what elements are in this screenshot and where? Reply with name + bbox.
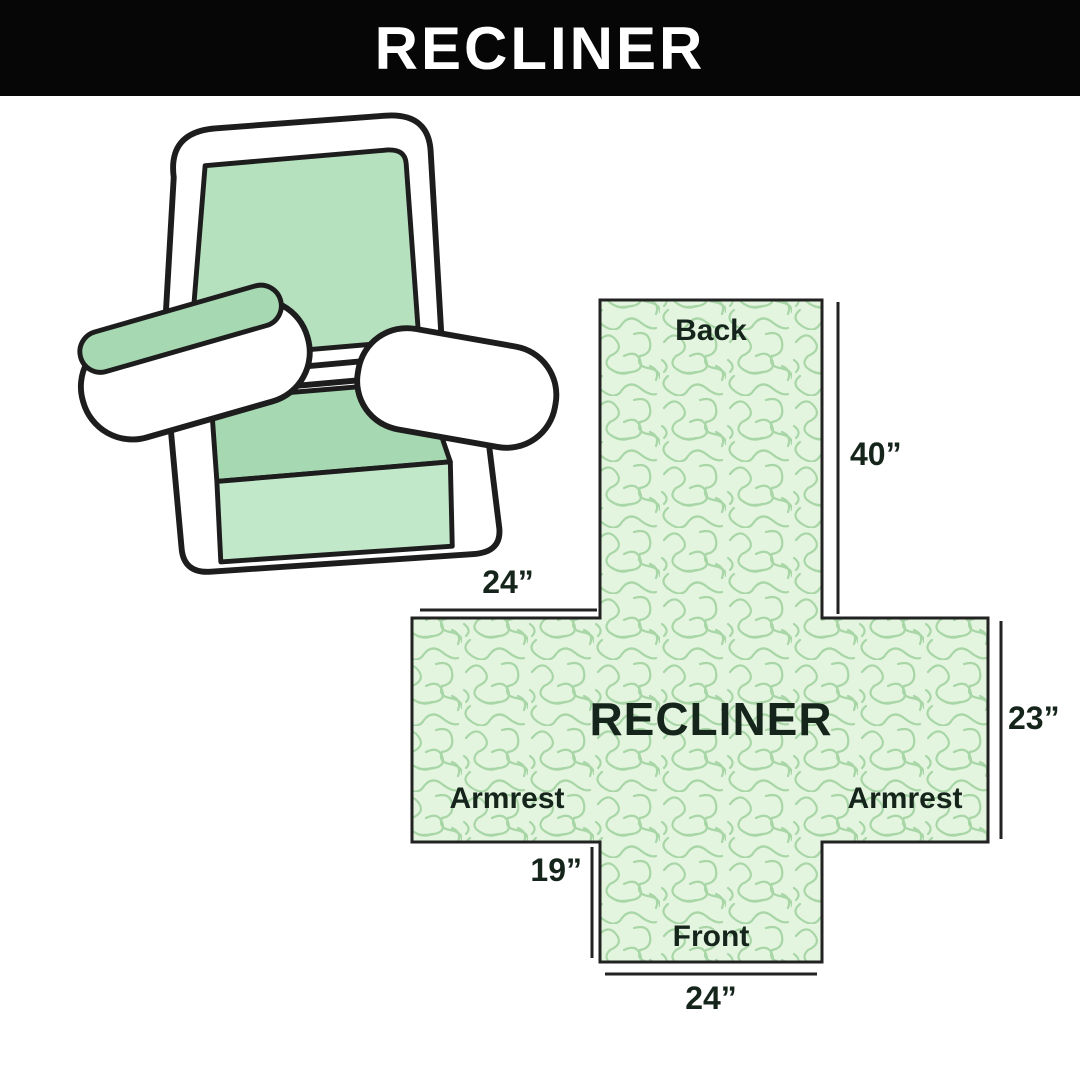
back-panel-label: Back [675,314,747,347]
armrest-right-label: Armrest [847,782,963,815]
chair-right-arm [354,325,560,451]
chair-svg [77,112,560,575]
dim-front-height-label: 19” [530,852,582,888]
front-panel-label: Front [672,920,750,953]
dim-front-width-label: 24” [685,980,737,1016]
armrest-left-label: Armrest [449,782,565,815]
dim-side-height-label: 23” [1008,700,1060,736]
dimension-lines [420,302,1003,976]
diagram-center-label: RECLINER [589,693,833,745]
dim-back-height-label: 40” [850,436,902,472]
chair-illustration [58,102,568,602]
header-banner: RECLINER [0,0,1080,96]
chair-left-arm [77,282,313,443]
dim-armrest-top-width-label: 24” [482,564,534,600]
slipcover-armrest-pad [77,282,284,375]
cross-shape-outline [410,298,990,964]
page-title: RECLINER [374,14,706,82]
slipcover-front-flap [214,459,455,565]
